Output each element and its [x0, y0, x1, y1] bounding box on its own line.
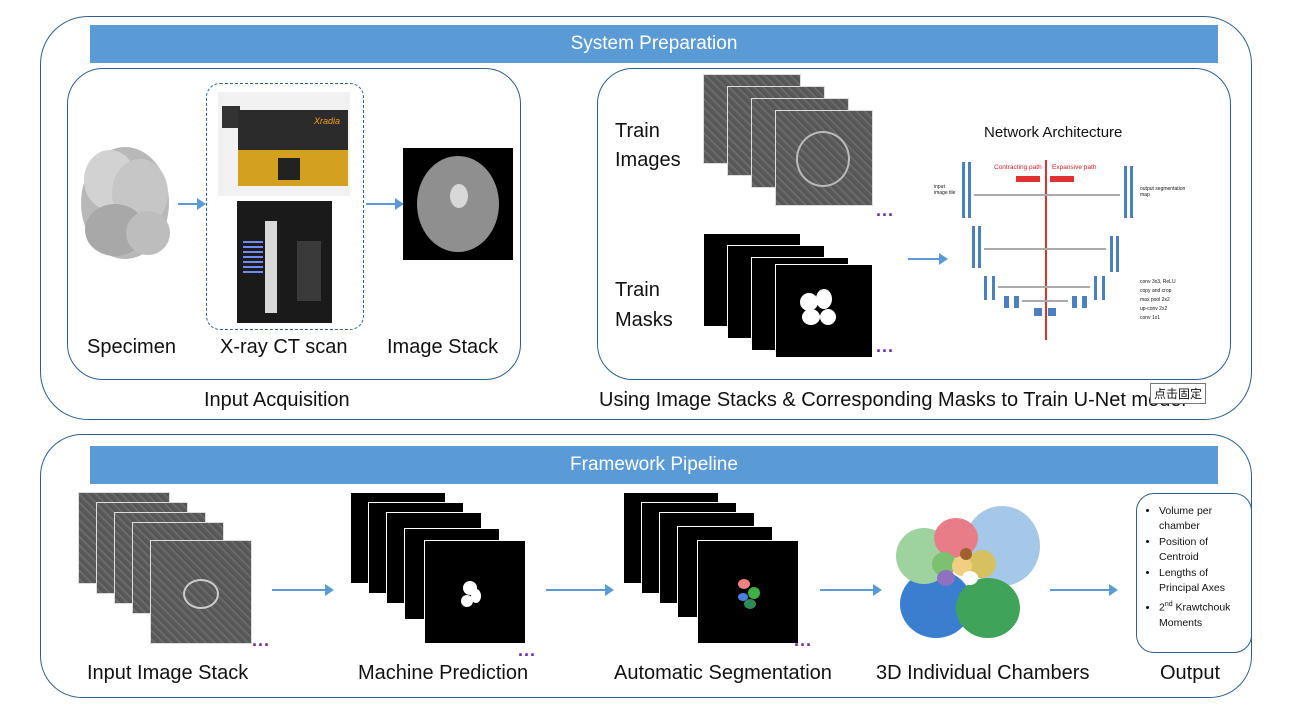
legend-item: copy and crop — [1140, 288, 1172, 294]
arrow-input-to-prediction — [272, 584, 334, 596]
specimen-image — [81, 147, 170, 259]
segmentation-ellipsis: ... — [794, 630, 813, 650]
specimen-label: Specimen — [87, 336, 176, 358]
input-tile-label: input image tile — [934, 184, 956, 196]
training-box — [597, 68, 1231, 380]
input-image-stack-label: Input Image Stack — [87, 662, 249, 684]
legend-item: conv 1x1 — [1140, 315, 1161, 321]
unet-red-divider — [1045, 160, 1047, 340]
train-images-ellipsis: ... — [876, 200, 895, 220]
legend-item: up-conv 2x2 — [1140, 306, 1168, 312]
legend-item: max pool 2x2 — [1140, 297, 1170, 303]
output-map-label: output segmentation map — [1140, 186, 1186, 198]
segmentation-sheet-front — [697, 540, 799, 644]
image-stack-label: Image Stack — [387, 336, 499, 358]
arrow-specimen-to-ct — [178, 198, 206, 210]
train-mask-sheet-front — [775, 264, 873, 358]
train-masks-ellipsis: ... — [876, 336, 895, 356]
automatic-segmentation-label: Automatic Segmentation — [614, 662, 832, 684]
expansive-arrow — [1050, 176, 1074, 182]
ct-scan-label: X-ray CT scan — [220, 336, 348, 358]
training-caption: Using Image Stacks & Corresponding Masks… — [599, 389, 1186, 411]
train-images-label-line1: Train — [615, 120, 660, 142]
3d-chambers-label: 3D Individual Chambers — [876, 662, 1090, 684]
arrow-train-to-network — [908, 253, 948, 265]
arrow-ct-to-stack — [366, 198, 404, 210]
input-acquisition-caption: Input Acquisition — [204, 389, 350, 411]
ct-scan-group — [206, 83, 364, 330]
train-images-label-line2: Images — [615, 149, 681, 171]
arrow-segmentation-to-chambers — [820, 584, 882, 596]
image-stack-slice — [403, 148, 513, 260]
unet-diagram: Contracting path Expansive path input im… — [934, 152, 1230, 342]
xradia-logo: Xradia — [314, 116, 341, 126]
train-masks-label-line1: Train — [615, 279, 660, 301]
output-item-volume: Volume per chamber — [1159, 504, 1245, 534]
3d-chambers-image — [896, 506, 1040, 638]
input-stack-sheet-front — [150, 540, 252, 644]
contracting-arrow — [1016, 176, 1040, 182]
machine-prediction-label: Machine Prediction — [358, 662, 529, 684]
contracting-path-label: Contracting path — [994, 164, 1042, 171]
input-stack-ellipsis: ... — [252, 630, 271, 650]
output-label: Output — [1160, 662, 1221, 684]
output-item-centroid: Position of Centroid — [1159, 535, 1245, 565]
train-masks-label-line2: Masks — [615, 309, 673, 331]
legend-item: conv 3x3, ReLU — [1140, 279, 1176, 285]
output-item-krawtchouk: 2nd Krawtchouk Moments — [1159, 597, 1245, 631]
ct-machine-image: Xradia — [218, 92, 350, 196]
output-list-box: Volume per chamber Position of Centroid … — [1136, 493, 1252, 653]
unet-legend: conv 3x3, ReLU copy and crop max pool 2x… — [1140, 278, 1176, 323]
system-preparation-banner: System Preparation — [90, 25, 1218, 63]
fix-tooltip-button[interactable]: 点击固定 — [1150, 383, 1207, 404]
prediction-ellipsis: ... — [518, 640, 537, 660]
arrow-chambers-to-output — [1050, 584, 1118, 596]
input-acquisition-box — [67, 68, 521, 380]
output-item-principal-axes: Lengths of Principal Axes — [1159, 566, 1245, 596]
framework-pipeline-banner: Framework Pipeline — [90, 446, 1218, 484]
arrow-prediction-to-segmentation — [546, 584, 614, 596]
expansive-path-label: Expansive path — [1052, 164, 1097, 171]
train-image-sheet-front — [775, 110, 873, 206]
system-preparation-panel — [40, 16, 1252, 420]
ct-interior-image — [237, 201, 332, 323]
prediction-sheet-front — [424, 540, 526, 644]
network-architecture-title: Network Architecture — [984, 124, 1123, 141]
